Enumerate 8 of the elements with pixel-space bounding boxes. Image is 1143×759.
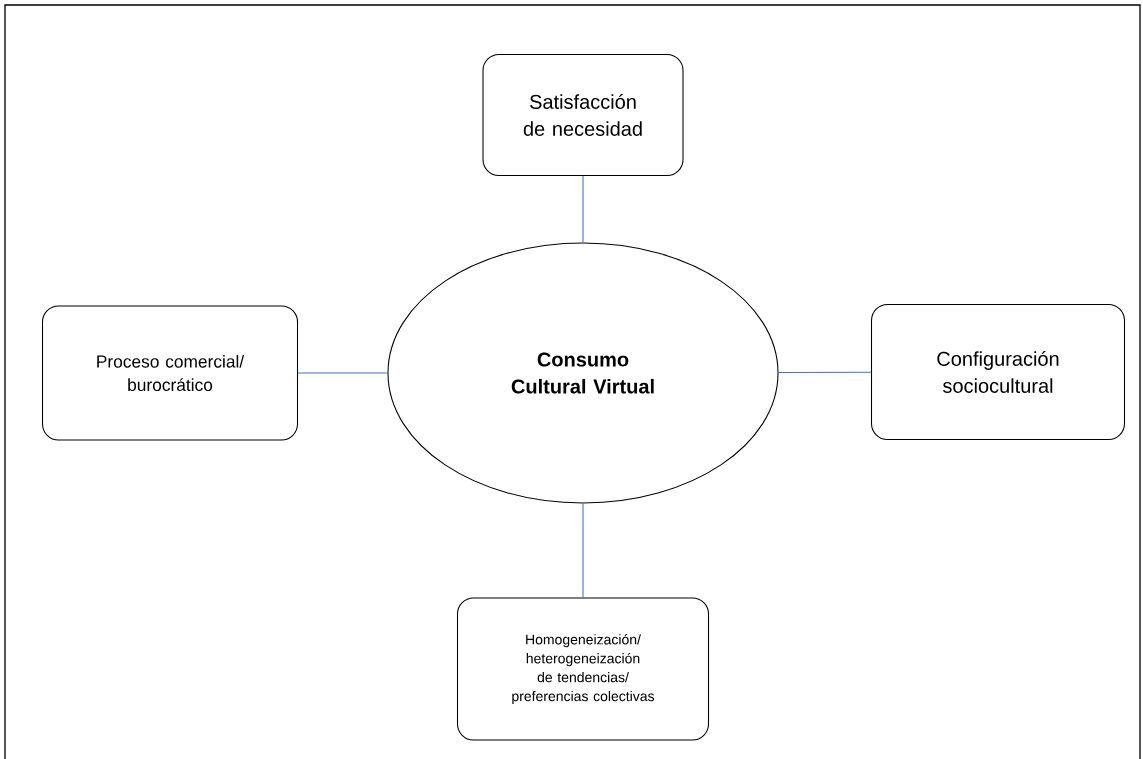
rounded-box: Configuración sociocultural — [870, 303, 1126, 441]
rounded-box: Proceso comercial/ burocrático — [41, 305, 299, 441]
connector-line — [778, 371, 872, 374]
connector-line — [582, 175, 584, 243]
connector-line — [297, 372, 388, 374]
connector-line — [582, 503, 584, 598]
rounded-box: Satisfacción de necesidad — [482, 53, 684, 177]
rounded-box: Homogeneización/ heterogeneización de tendencias/ preferencias colectivas — [456, 597, 710, 741]
